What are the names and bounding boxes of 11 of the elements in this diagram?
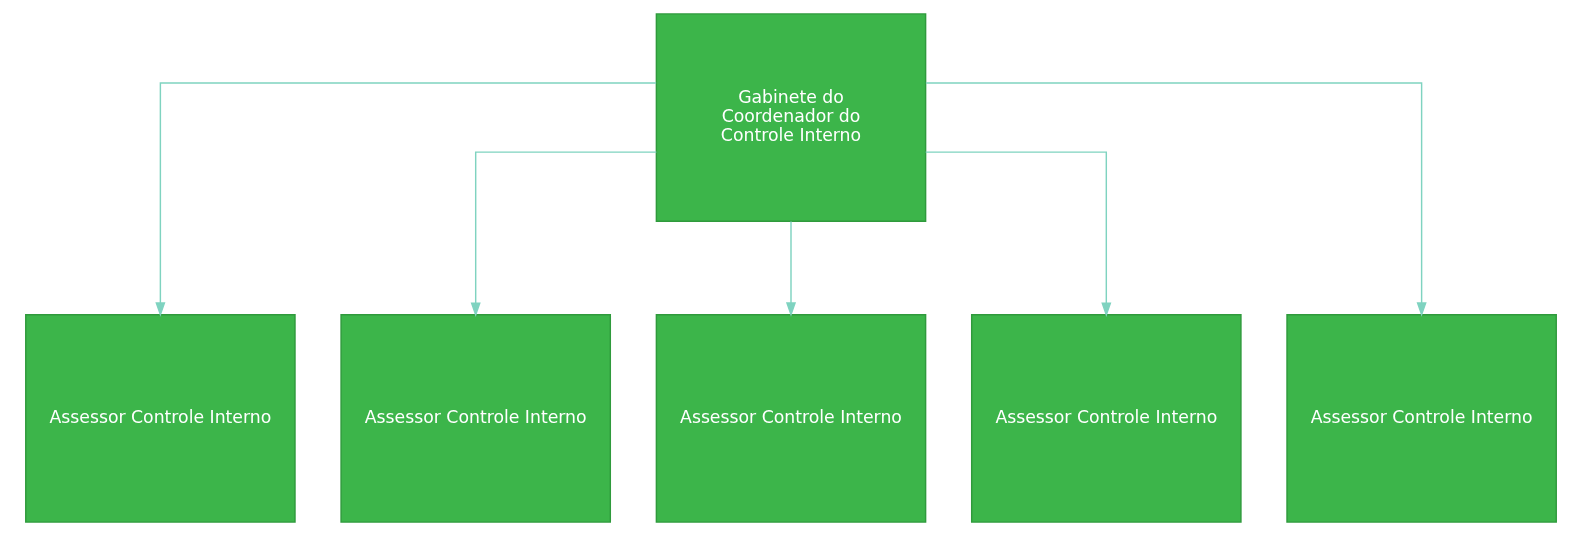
node-box: Gabinete do Coordenador do Controle Interno	[655, 13, 927, 222]
node-box: Assessor Controle Interno	[655, 314, 927, 523]
node-box: Assessor Controle Interno	[340, 314, 612, 523]
arrow	[924, 151, 1112, 317]
arrow	[785, 220, 797, 317]
node-box: Assessor Controle Interno	[25, 314, 296, 523]
arrow	[470, 151, 658, 317]
arrow	[925, 82, 1427, 317]
node-box: Assessor Controle Interno	[970, 314, 1242, 523]
arrow	[155, 82, 657, 317]
node-box: Assessor Controle Interno	[1286, 314, 1557, 523]
